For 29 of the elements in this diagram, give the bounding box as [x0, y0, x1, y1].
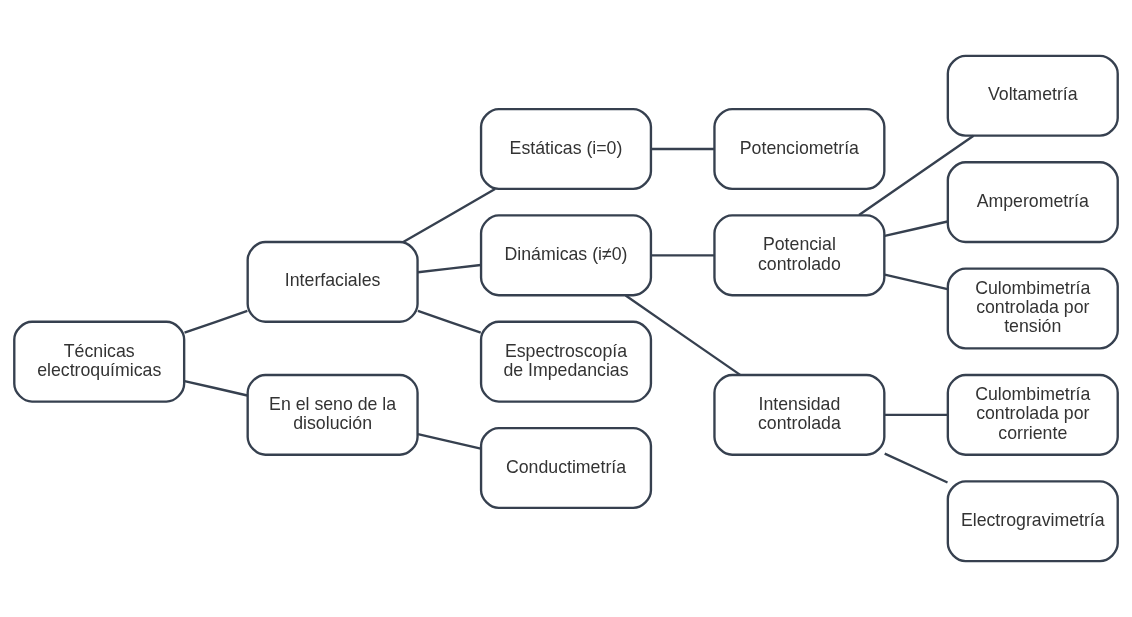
node-box: Intensidad controlada [713, 373, 886, 456]
node-box: Culombimetría controlada por corriente [946, 373, 1119, 456]
connector [417, 263, 481, 274]
node-box: Conductimetría [479, 426, 653, 510]
connector [884, 452, 948, 484]
connector [651, 254, 715, 257]
connector [858, 134, 975, 217]
connector [651, 147, 715, 151]
connector [417, 309, 482, 334]
node-box: Estáticas (i=0) [479, 107, 653, 191]
connector [184, 379, 248, 397]
connector [884, 273, 948, 291]
node-box: En el seno de la disolución [246, 373, 419, 456]
connector [184, 309, 248, 334]
node-box: Voltametría [946, 54, 1119, 137]
connector [884, 220, 948, 238]
node-box: Electrogravimetría [946, 480, 1119, 563]
node-box: Amperometría [946, 161, 1119, 244]
node-box: Potenciometría [713, 107, 886, 191]
node-box: Dinámicas (i≠0) [479, 214, 653, 297]
connector [402, 188, 496, 244]
node-box: Interfaciales [246, 240, 419, 323]
node-box: Espectroscopía de Impedancias [479, 320, 653, 403]
node-box: Culombimetría controlada por tensión [946, 267, 1119, 350]
node-box: Técnicas electroquímicas [13, 320, 186, 403]
connector [417, 433, 481, 450]
connector [884, 413, 948, 417]
node-box: Potencial controlado [713, 214, 886, 297]
connector [624, 294, 741, 376]
